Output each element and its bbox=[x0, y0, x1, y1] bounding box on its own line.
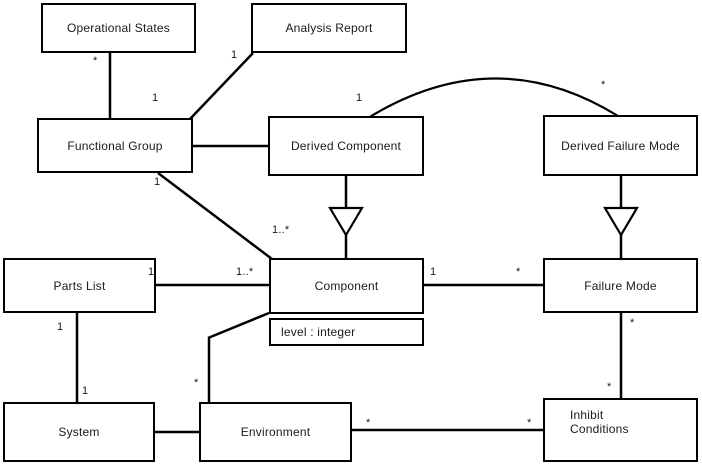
class-name-derived-component: Derived Component bbox=[290, 139, 402, 153]
generalization-triangle-icon-failure-mode bbox=[603, 206, 639, 238]
multiplicity-failure-mode-left: * bbox=[516, 266, 521, 278]
class-box-derived-failure-mode[interactable]: Derived Failure Mode bbox=[543, 115, 698, 176]
multiplicity-analysis-report-one: 1 bbox=[231, 49, 238, 61]
attribute-level-integer: level : integer bbox=[281, 325, 356, 339]
connector-component-environment-diagonal[interactable] bbox=[207, 311, 270, 340]
multiplicity-component-right: 1 bbox=[430, 266, 437, 278]
connector-functional-group-analysis-report[interactable] bbox=[189, 52, 254, 120]
multiplicity-environment-right: * bbox=[366, 417, 371, 429]
multiplicity-operational-states-star: * bbox=[93, 55, 98, 67]
multiplicity-component-upper-left: 1..* bbox=[272, 224, 290, 236]
connector-functional-group-component[interactable] bbox=[157, 172, 273, 260]
multiplicity-inhibit-conditions-top: * bbox=[607, 381, 612, 393]
class-name-environment: Environment bbox=[240, 425, 311, 439]
multiplicity-inhibit-conditions-left: * bbox=[527, 417, 532, 429]
class-box-failure-mode[interactable]: Failure Mode bbox=[543, 258, 698, 313]
multiplicity-failure-mode-bottom: * bbox=[630, 317, 635, 329]
class-box-analysis-report[interactable]: Analysis Report bbox=[251, 3, 407, 53]
multiplicity-functional-group-top: 1 bbox=[152, 92, 159, 104]
class-name-failure-mode: Failure Mode bbox=[584, 278, 657, 293]
class-name-inhibit-conditions: Inhibit Conditions bbox=[570, 408, 629, 436]
class-box-system[interactable]: System bbox=[3, 402, 155, 462]
class-box-parts-list[interactable]: Parts List bbox=[3, 258, 156, 313]
class-name-system: System bbox=[58, 425, 100, 439]
class-box-derived-component[interactable]: Derived Component bbox=[268, 116, 424, 176]
class-name-operational-states: Operational States bbox=[67, 21, 170, 35]
multiplicity-parts-list-bottom: 1 bbox=[57, 321, 64, 333]
class-attributes-component[interactable]: level : integer bbox=[269, 318, 424, 346]
class-box-functional-group[interactable]: Functional Group bbox=[37, 118, 193, 173]
generalization-triangle-icon-component bbox=[328, 206, 364, 238]
class-name-derived-failure-mode: Derived Failure Mode bbox=[561, 138, 680, 153]
multiplicity-functional-group-bottom: 1 bbox=[154, 176, 161, 188]
class-name-analysis-report: Analysis Report bbox=[285, 21, 373, 35]
class-name-functional-group: Functional Group bbox=[67, 138, 163, 153]
multiplicity-environment-top: * bbox=[194, 377, 199, 389]
class-box-inhibit-conditions[interactable]: Inhibit Conditions bbox=[543, 398, 698, 462]
class-box-operational-states[interactable]: Operational States bbox=[41, 3, 196, 53]
multiplicity-component-left: 1..* bbox=[236, 266, 254, 278]
multiplicity-parts-list-right: 1 bbox=[148, 266, 155, 278]
class-name-parts-list: Parts List bbox=[53, 278, 106, 293]
class-box-environment[interactable]: Environment bbox=[199, 402, 352, 462]
multiplicity-derived-component-one: 1 bbox=[356, 92, 363, 104]
multiplicity-system-top: 1 bbox=[82, 385, 89, 397]
class-name-component: Component bbox=[314, 279, 379, 293]
connector-derived-component-derived-failure-mode[interactable] bbox=[367, 77, 619, 119]
multiplicity-derived-failure-mode-star: * bbox=[601, 79, 606, 91]
class-box-component[interactable]: Component bbox=[269, 258, 424, 314]
